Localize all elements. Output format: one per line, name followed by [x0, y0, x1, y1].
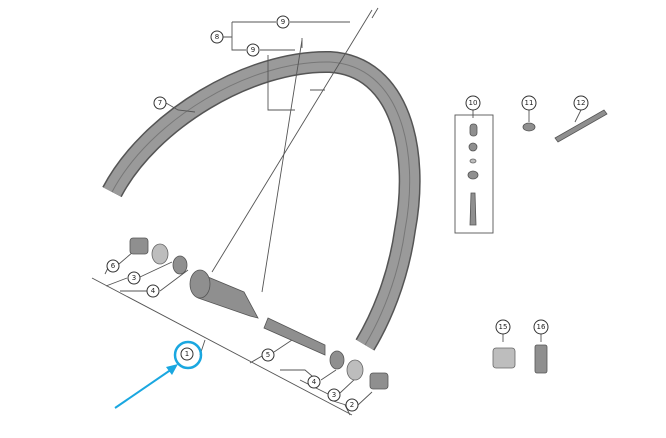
- svg-text:3: 3: [132, 274, 136, 282]
- svg-text:3: 3: [332, 391, 336, 399]
- svg-text:2: 2: [350, 401, 354, 409]
- callout-9[interactable]: 9: [246, 43, 260, 57]
- svg-text:8: 8: [215, 33, 219, 41]
- rim: [102, 50, 421, 351]
- spokes: [211, 7, 379, 293]
- end-cap-right: [369, 372, 389, 390]
- svg-text:11: 11: [525, 99, 534, 107]
- callout-3[interactable]: 3: [327, 388, 341, 402]
- highlight-circle: [173, 340, 203, 370]
- accessory-parts: [467, 109, 608, 374]
- grease-container: [492, 347, 516, 369]
- callout-11[interactable]: 11: [521, 95, 537, 111]
- callout-16[interactable]: 16: [533, 319, 549, 335]
- svg-text:6: 6: [111, 262, 116, 270]
- callout-4[interactable]: 4: [307, 375, 321, 389]
- svg-text:10: 10: [469, 99, 478, 107]
- svg-text:7: 7: [158, 99, 162, 107]
- axle: [263, 317, 326, 356]
- svg-text:5: 5: [266, 351, 270, 359]
- spacer-ring: [151, 243, 169, 265]
- hub-parts: [129, 237, 389, 390]
- svg-text:4: 4: [151, 287, 156, 295]
- svg-text:9: 9: [251, 46, 255, 54]
- callout-4[interactable]: 4: [146, 284, 160, 298]
- callout-6[interactable]: 6: [106, 259, 120, 273]
- callout-15[interactable]: 15: [495, 319, 511, 335]
- callout-5[interactable]: 5: [261, 348, 275, 362]
- pointer-arrow: [114, 364, 178, 409]
- svg-text:9: 9: [281, 18, 285, 26]
- callout-1[interactable]: 1: [180, 347, 194, 361]
- svg-text:15: 15: [499, 323, 508, 331]
- svg-text:12: 12: [577, 99, 586, 107]
- callout-9[interactable]: 9: [276, 15, 290, 29]
- callout-2[interactable]: 2: [345, 398, 359, 412]
- valve-tool: [534, 344, 548, 374]
- callout-7[interactable]: 7: [153, 96, 167, 110]
- washer: [172, 255, 188, 275]
- callout-8[interactable]: 8: [210, 30, 224, 44]
- svg-text:1: 1: [185, 350, 189, 358]
- svg-text:16: 16: [537, 323, 546, 331]
- washer-right: [329, 350, 345, 370]
- callout-3[interactable]: 3: [127, 271, 141, 285]
- callout-12[interactable]: 12: [573, 95, 589, 111]
- svg-text:4: 4: [312, 378, 317, 386]
- end-cap-left: [129, 237, 149, 255]
- callout-10[interactable]: 10: [465, 95, 481, 111]
